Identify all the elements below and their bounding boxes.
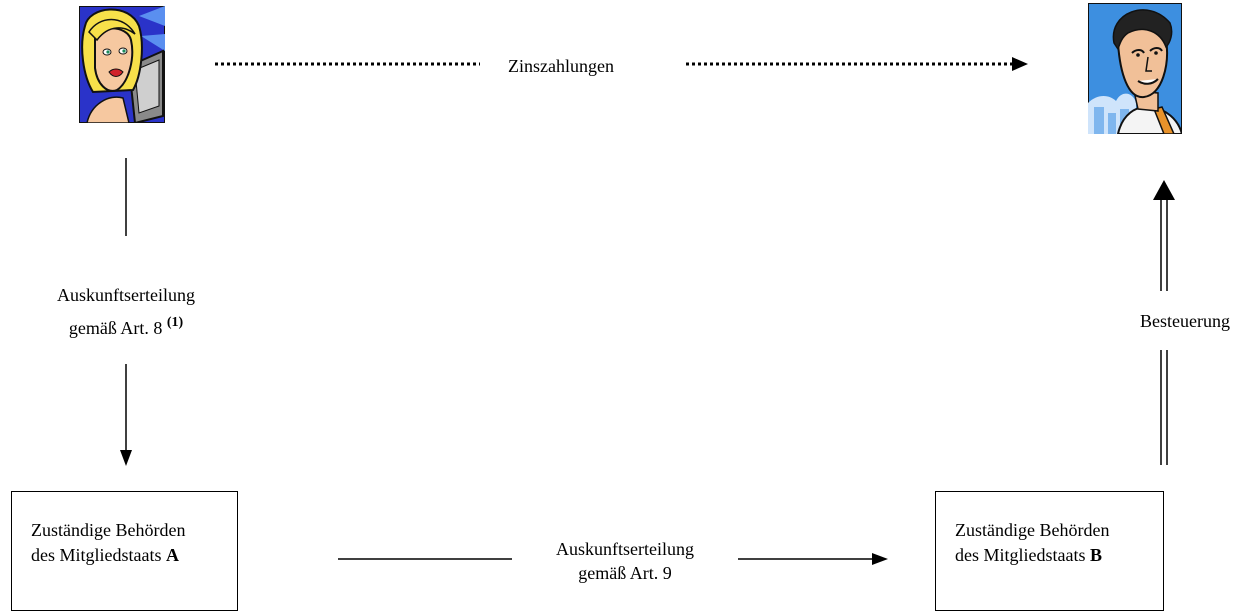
authority-box-a: Zuständige Behörden des Mitgliedstaats A [11, 491, 238, 611]
box-a-line1: Zuständige Behörden [31, 520, 186, 540]
box-b-line1: Zuständige Behörden [955, 520, 1110, 540]
woman-at-computer-icon [79, 6, 165, 123]
interest-arrowhead [1012, 57, 1028, 71]
taxation-arrowhead [1153, 180, 1175, 200]
box-a-line2: des Mitgliedstaats A [31, 543, 185, 568]
art9-label-line1: Auskunftserteilung [556, 539, 694, 559]
taxation-label: Besteuerung [1140, 311, 1230, 331]
businessman-icon [1088, 3, 1182, 134]
box-b-prefix: des Mitgliedstaats [955, 545, 1086, 565]
authority-box-a-text: Zuständige Behörden des Mitgliedstaats A [31, 518, 185, 568]
box-a-prefix: des Mitgliedstaats [31, 545, 162, 565]
art8-label-line1: Auskunftserteilung [57, 285, 195, 305]
footnote-marker: (1) [166, 315, 184, 330]
art9-arrowhead [872, 553, 888, 565]
art8-arrowhead [120, 450, 132, 466]
art8-label-prefix: gemäß Art. 8 [68, 318, 163, 338]
authority-box-b: Zuständige Behörden des Mitgliedstaats B [935, 491, 1164, 611]
box-b-state: B [1089, 545, 1102, 565]
authority-box-b-text: Zuständige Behörden des Mitgliedstaats B [955, 518, 1109, 568]
art9-information-label: Auskunftserteilung gemäß Art. 9 [500, 537, 750, 585]
art8-information-label: Auskunftserteilung gemäß Art. 8 (1) [16, 283, 236, 340]
box-b-line2: des Mitgliedstaats B [955, 543, 1109, 568]
art8-label-line2: gemäß Art. 8 (1) [16, 311, 236, 340]
interest-payments-label: Zinszahlungen [508, 56, 614, 76]
box-a-state: A [165, 545, 179, 565]
art9-label-line2: gemäß Art. 9 [578, 563, 672, 583]
